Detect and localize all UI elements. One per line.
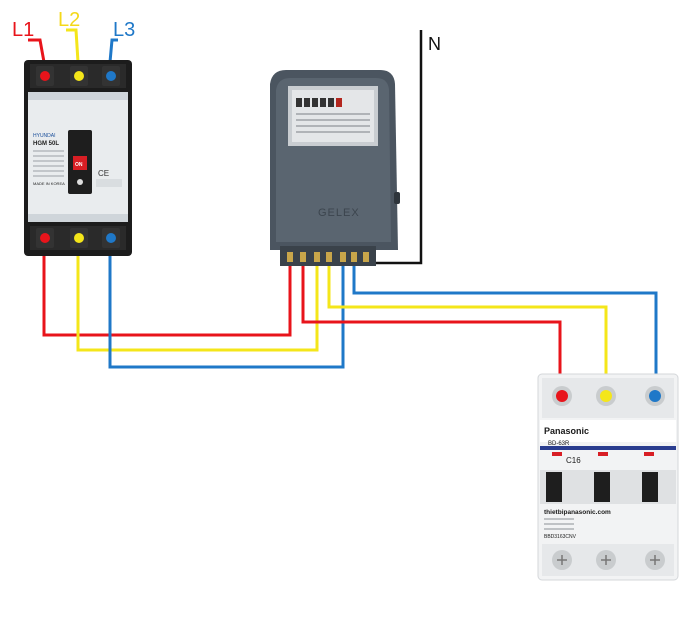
mcb-rating: C16	[566, 456, 581, 465]
mccb-origin: MADE IN KOREA	[33, 181, 65, 186]
meter-terminals	[287, 252, 369, 262]
mccb-breaker: HYUNDAI HGM 50L MADE IN KOREA ON CE	[24, 60, 132, 256]
label-l2: L2	[58, 9, 80, 31]
ce-mark: CE	[98, 169, 109, 178]
mccb-model: HGM 50L	[33, 141, 59, 147]
mcb-handle-l2	[594, 472, 610, 502]
neutral-wire	[372, 30, 423, 265]
mcb-breaker: Panasonic BD-63R C16 thietbipanasonic.co…	[537, 373, 679, 581]
mccb-spec-lines	[33, 150, 64, 177]
meter-spec-lines	[296, 113, 370, 133]
mcb-spec-lines	[544, 518, 574, 530]
incoming-feed-wires	[28, 28, 118, 63]
label-l1: L1	[12, 19, 34, 41]
mccb-to-meter-wires	[42, 246, 345, 369]
mcb-brand: Panasonic	[544, 426, 589, 436]
mcb-part-number: BBD3163CNV	[544, 534, 577, 540]
label-n: N	[428, 34, 441, 54]
mcb-website: thietbipanasonic.com	[544, 509, 611, 516]
mccb-handle	[73, 156, 87, 170]
label-l3: L3	[113, 19, 135, 41]
meter-register-digits	[296, 98, 342, 107]
energy-meter: GELEX	[270, 70, 400, 266]
mcb-model: BD-63R	[548, 441, 570, 447]
mccb-brand: HYUNDAI	[33, 133, 56, 139]
mcb-handle-l3	[642, 472, 658, 502]
mcb-handle-l1	[546, 472, 562, 502]
mccb-on-label: ON	[75, 162, 83, 168]
meter-brand: GELEX	[318, 207, 360, 219]
meter-to-mcb-wires	[301, 264, 658, 390]
